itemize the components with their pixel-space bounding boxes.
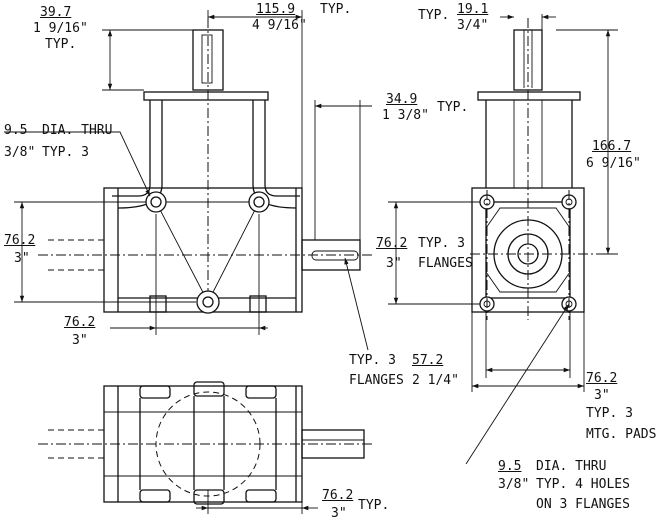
bottom-dims [196,490,318,514]
dim-76-2-left-metric: 76.2 [4,233,36,248]
dim-76-2-side-note2: FLANGES [418,256,473,271]
dim-76-2-bottom-metric: 76.2 [64,315,96,330]
side-view [470,18,600,320]
dim-9-5-holes-note: TYP. 4 HOLES [536,477,630,492]
dim-76-2-side-metric: 76.2 [376,236,408,251]
dim-76-2-pads-inch: 3" [594,388,610,403]
dim-57-2-inch: 2 1/4" [412,373,459,388]
dim-57-2-note: TYP. 3 [349,353,396,368]
front-view [38,18,372,314]
side-dims [388,14,618,465]
dim-76-2-bottom-inch: 3" [72,333,88,348]
dim-166-7-inch: 6 9/16" [586,156,641,171]
dim-9-5-note: TYP. 3 [42,145,89,160]
dim-76-2-side-note: TYP. 3 [418,236,465,251]
dim-9-5-inch: 3/8" [4,145,36,160]
dim-115-9-inch: 4 9/16" [252,18,307,33]
dim-9-5-holes-note2: ON 3 FLANGES [536,497,630,512]
dim-76-2-bv-metric: 76.2 [322,488,354,503]
dim-9-5-text: DIA. THRU [42,123,113,138]
dim-34-9-metric: 34.9 [386,92,418,107]
dim-115-9-note: TYP. [320,2,352,17]
dim-115-9-metric: 115.9 [256,2,296,17]
dim-9-5-holes-text: DIA. THRU [536,459,607,474]
dim-19-1-metric: 19.1 [457,2,489,17]
dim-9-5-holes-inch: 3/8" [498,477,530,492]
dim-76-2-left-inch: 3" [14,251,30,266]
dim-9-5-holes-metric: 9.5 [498,459,522,474]
bottom-view [38,381,372,505]
dim-76-2-bv-note: TYP. [358,498,390,513]
dim-19-1-note: TYP. [418,8,450,23]
dim-39-7-metric: 39.7 [40,5,72,20]
dim-57-2-note2: FLANGES [349,373,404,388]
dim-76-2-bv-inch: 3" [331,506,347,521]
dim-76-2-side-inch: 3" [386,256,402,271]
dim-76-2-pads-note2: MTG. PADS [586,427,657,442]
dim-34-9-note: TYP. [437,100,469,115]
dim-166-7-metric: 166.7 [592,139,632,154]
dim-39-7-note: TYP. [45,37,77,52]
front-dims [4,10,372,351]
dim-39-7-inch: 1 9/16" [33,21,88,36]
dim-9-5-metric: 9.5 [4,123,28,138]
dim-19-1-inch: 3/4" [457,18,489,33]
dim-57-2-metric: 57.2 [412,353,444,368]
dim-34-9-inch: 1 3/8" [382,108,429,123]
dim-76-2-pads-note: TYP. 3 [586,406,633,421]
dim-76-2-pads-metric: 76.2 [586,371,618,386]
